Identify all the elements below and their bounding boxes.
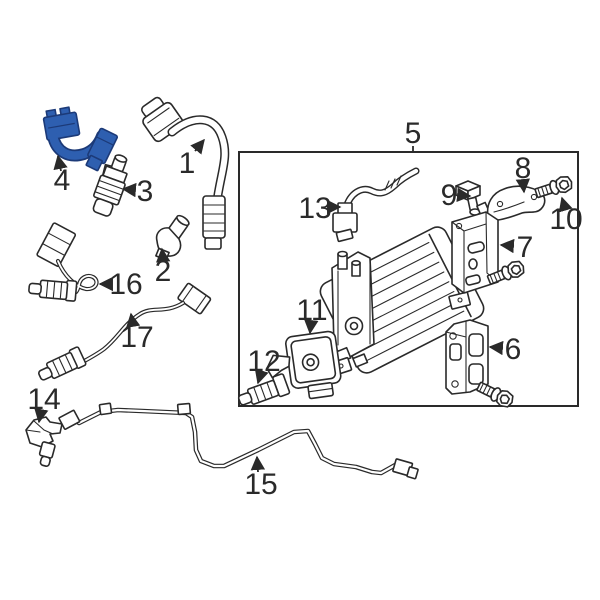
- callout-4-arrow: [53, 154, 68, 172]
- callout-9[interactable]: 9: [441, 179, 472, 212]
- callout-6-label[interactable]: 6: [505, 333, 522, 366]
- callout-7[interactable]: 7: [499, 231, 534, 264]
- small-clip[interactable]: [448, 291, 472, 310]
- callout-1[interactable]: 1: [179, 138, 205, 180]
- callout-11-arrow: [304, 319, 319, 335]
- part-5-group-box[interactable]: [238, 151, 579, 407]
- part-1-ribbed-end: [202, 195, 226, 239]
- callout-7-label[interactable]: 7: [517, 231, 534, 264]
- callout-9-arrow: [456, 187, 472, 202]
- callout-12[interactable]: 12: [247, 345, 281, 385]
- callout-5-label[interactable]: 5: [405, 117, 422, 150]
- part-10-bolt[interactable]: [533, 173, 575, 202]
- callout-8[interactable]: 8: [515, 152, 532, 194]
- callout-8-arrow: [515, 178, 530, 194]
- callout-17-label[interactable]: 17: [120, 321, 153, 354]
- part-12-sensor[interactable]: [236, 373, 291, 410]
- callout-10-label[interactable]: 10: [549, 203, 582, 236]
- callout-3[interactable]: 3: [121, 175, 154, 208]
- part-15-vapor-tube[interactable]: [58, 402, 420, 480]
- part-4-fitting: [85, 127, 119, 172]
- part-1-connector: [140, 96, 184, 143]
- callout-13[interactable]: 13: [298, 192, 342, 225]
- part-4-connector: [42, 106, 81, 141]
- callout-3-label[interactable]: 3: [137, 175, 154, 208]
- part-14-valve[interactable]: [25, 416, 63, 467]
- callout-8-label[interactable]: 8: [515, 152, 532, 185]
- part-13-connector: [332, 212, 358, 233]
- callout-15-arrow: [250, 455, 266, 473]
- part-17-connector: [177, 282, 212, 315]
- part-1-hose-assembly[interactable]: [135, 93, 230, 250]
- part-11-pump[interactable]: [263, 330, 343, 404]
- callout-5[interactable]: 5: [405, 117, 422, 152]
- callout-13-label[interactable]: 13: [298, 192, 331, 225]
- part-16-oxygen-sensor[interactable]: [28, 222, 99, 302]
- callout-14-label[interactable]: 14: [27, 383, 60, 416]
- callout-14-arrow: [34, 407, 49, 424]
- part-3-sensor[interactable]: [88, 151, 134, 218]
- part-15-clip: [98, 402, 113, 416]
- callout-12-label[interactable]: 12: [247, 345, 280, 378]
- callout-1-label[interactable]: 1: [179, 147, 196, 180]
- callout-14[interactable]: 14: [27, 383, 61, 424]
- callout-16-label[interactable]: 16: [109, 268, 142, 301]
- callout-2-arrow: [156, 247, 171, 263]
- callout-1-arrow: [190, 138, 205, 155]
- callout-3-arrow: [121, 182, 137, 198]
- part-2-sensor[interactable]: [155, 214, 191, 261]
- callout-12-arrow: [254, 368, 269, 385]
- callout-10[interactable]: 10: [549, 196, 583, 236]
- part-17-sensor-tip: [38, 346, 87, 381]
- part-16-sensor-tip: [28, 279, 78, 302]
- callout-2[interactable]: 2: [155, 247, 172, 288]
- part-15-right-connector: [392, 458, 419, 480]
- part-17-oxygen-sensor[interactable]: [35, 282, 212, 385]
- callout-16[interactable]: 16: [98, 268, 143, 301]
- callout-17-arrow: [126, 312, 141, 328]
- callout-6[interactable]: 6: [488, 333, 522, 366]
- part-15-clip: [176, 402, 192, 416]
- part-13-vent-hose[interactable]: [332, 167, 420, 243]
- callout-17[interactable]: 17: [120, 312, 154, 354]
- callout-4-label[interactable]: 4: [54, 164, 71, 197]
- part-6-bracket-plate[interactable]: [445, 319, 489, 395]
- bolt[interactable]: [474, 378, 517, 411]
- callout-6-arrow: [488, 340, 504, 356]
- callout-7-arrow: [499, 238, 515, 254]
- part-15-left-connector: [58, 409, 81, 430]
- callout-11[interactable]: 11: [296, 294, 328, 335]
- callout-15[interactable]: 15: [244, 455, 278, 501]
- callout-4[interactable]: 4: [53, 154, 71, 197]
- callout-9-label[interactable]: 9: [441, 179, 458, 212]
- callout-10-arrow: [558, 196, 573, 213]
- part-9-clip[interactable]: [455, 180, 481, 216]
- callout-15-label[interactable]: 15: [244, 468, 277, 501]
- evap-canister[interactable]: [317, 224, 487, 377]
- part-16-connector: [36, 222, 77, 267]
- part-7-module[interactable]: [451, 211, 499, 294]
- callout-2-label[interactable]: 2: [155, 255, 172, 288]
- callout-11-label[interactable]: 11: [296, 294, 327, 327]
